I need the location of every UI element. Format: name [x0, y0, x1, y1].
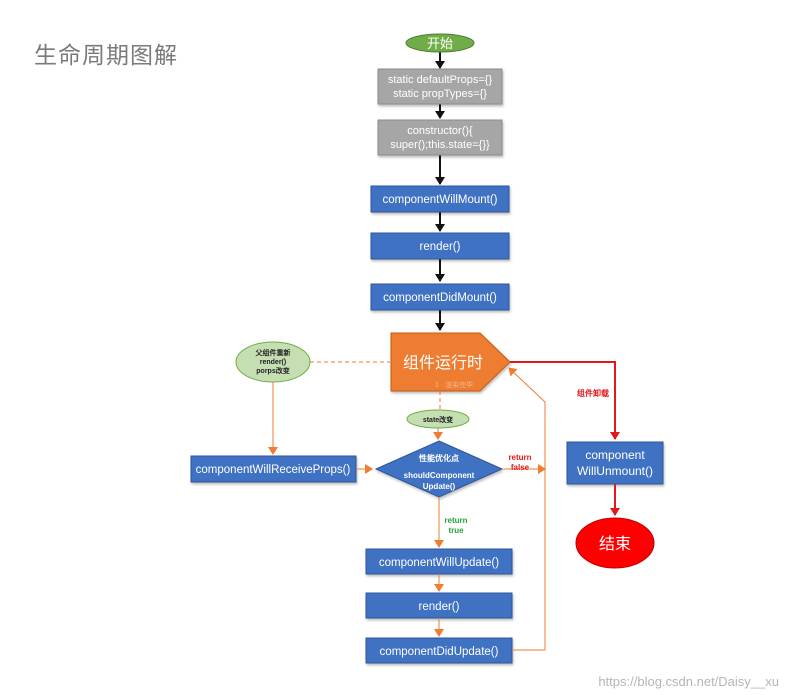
- will-unmount-box: [566, 441, 664, 485]
- render-label-mount: render(): [420, 241, 461, 253]
- return-true-line1: return: [444, 516, 467, 525]
- running-label: 组件运行时: [403, 354, 483, 372]
- end-node: [575, 517, 655, 569]
- running-node: [390, 332, 511, 392]
- will-mount-box: [370, 185, 510, 213]
- start-label: 开始: [427, 36, 453, 51]
- constructor-line2: super();this.state={}}: [390, 139, 490, 151]
- unmount-label: 组件卸载: [577, 388, 609, 398]
- static-props-line2: static propTypes={}: [393, 88, 487, 100]
- will-receive-props-box: [190, 455, 357, 483]
- will-mount-label: componentWillMount(): [382, 194, 497, 206]
- did-update-box: [365, 637, 513, 664]
- running-sublabel: 1 · 渲染完毕: [435, 380, 473, 389]
- will-receive-props-label: componentWillReceiveProps(): [196, 464, 351, 476]
- diamond-line1: 性能优化点: [419, 453, 459, 463]
- did-update-label: componentDidUpdate(): [380, 646, 499, 658]
- parent-line1: 父组件重新: [255, 348, 291, 357]
- static-props-line1: static defaultProps={}: [388, 74, 493, 86]
- did-mount-label: componentDidMount(): [383, 292, 497, 304]
- render-box-update: [365, 592, 513, 619]
- diamond-line2: shouldComponent: [404, 471, 475, 480]
- watermark: https://blog.csdn.net/Daisy__xu: [598, 674, 779, 689]
- diamond-line3: Update(): [423, 482, 456, 491]
- state-change-label: state改变: [423, 415, 453, 424]
- start-node: 开始: [405, 33, 475, 53]
- will-update-label: componentWillUpdate(): [379, 557, 499, 569]
- parent-line3: porps改变: [256, 366, 289, 375]
- render-label-update: render(): [419, 601, 460, 613]
- return-false-line2: false: [511, 463, 530, 472]
- arrow-running-to-unmount: [510, 361, 620, 440]
- return-false-line1: return: [508, 453, 531, 462]
- will-unmount-line2: WillUnmount(): [577, 464, 653, 478]
- constructor-box: [377, 119, 503, 156]
- constructor-line1: constructor(){: [407, 125, 473, 137]
- return-true-line2: true: [448, 526, 464, 535]
- end-label: 结束: [599, 535, 631, 553]
- render-box-mount: [370, 232, 510, 260]
- parent-line2: render(): [260, 359, 286, 366]
- page-title: 生命周期图解: [34, 43, 178, 69]
- loop-back-to-running: [508, 367, 546, 651]
- will-unmount-line1: component: [585, 448, 645, 462]
- static-props-box: [377, 68, 503, 105]
- did-mount-box: [370, 283, 510, 311]
